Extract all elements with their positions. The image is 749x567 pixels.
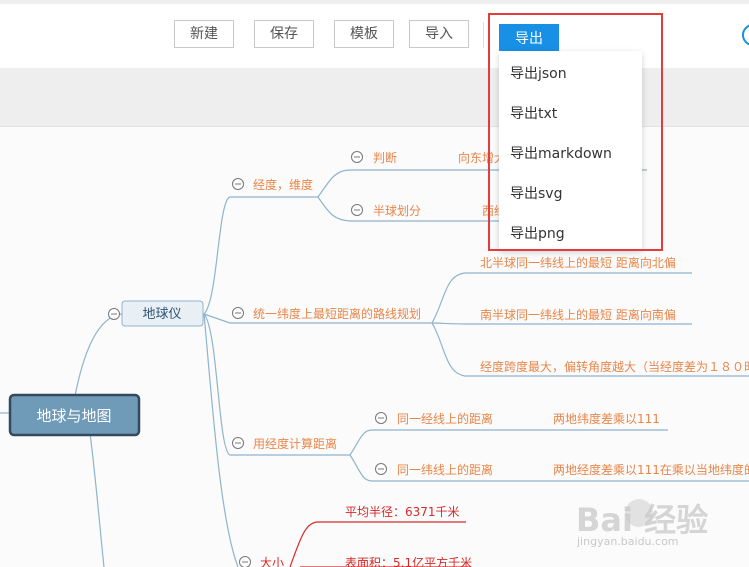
- connector-route-1: [431, 272, 692, 324]
- root-node[interactable]: 地球与地图: [8, 393, 141, 437]
- export-markdown-item[interactable]: 导出markdown: [510, 146, 612, 162]
- mindmap-connectors: [0, 169, 749, 567]
- highlight-box: [488, 13, 663, 251]
- size-connectors: [289, 521, 470, 567]
- user-avatar-icon[interactable]: [742, 24, 749, 46]
- toolbar: 新建 保存 模板 导入 导出: [0, 0, 749, 68]
- export-svg-item[interactable]: 导出svg: [510, 186, 563, 202]
- connector-globe-calc: [203, 313, 350, 456]
- area-item[interactable]: 表面积：5.1亿平方千米: [345, 555, 472, 567]
- toolbar-divider: [483, 22, 484, 48]
- route-item-3[interactable]: 经度跨度最大，偏转角度越大（当经度差为１８０时: [480, 359, 749, 374]
- connector-route-2: [431, 322, 692, 325]
- judge-node[interactable]: 判断 向东增大: [351, 150, 507, 165]
- calc-node[interactable]: 用经度计算距离: [232, 436, 338, 451]
- connector-globe-lonlat: [203, 196, 318, 315]
- size-node[interactable]: 大小: [239, 556, 285, 567]
- import-button[interactable]: 导入: [409, 20, 469, 48]
- export-json-item[interactable]: 导出json: [510, 66, 567, 82]
- route-item-2[interactable]: 南半球同一纬线上的最短 距离向南偏: [480, 307, 676, 322]
- save-button[interactable]: 保存: [254, 20, 314, 48]
- route-node[interactable]: 统一纬度上最短距离的路线规划: [232, 306, 422, 321]
- connector-root-globe: [74, 313, 123, 397]
- export-dropdown-menu: 导出json 导出txt 导出markdown 导出svg 导出png: [499, 51, 642, 250]
- connector-route-3: [431, 322, 749, 377]
- calc-label: 用经度计算距离: [253, 436, 337, 451]
- meridian-text: 两地纬度差乘以111: [553, 411, 660, 426]
- parallel-text: 两地经度差乘以111在乘以当地纬度的: [553, 462, 749, 477]
- hemi-node[interactable]: 半球划分 西经: [351, 204, 507, 218]
- parallel-label: 同一纬线上的距离: [397, 462, 493, 477]
- watermark-logo: Bai 经验: [576, 501, 709, 539]
- connector-parallel: [349, 454, 500, 482]
- connector-globe-size: [203, 313, 239, 567]
- connector-globe-route: [203, 313, 432, 324]
- lonlat-node[interactable]: 经度，维度: [232, 177, 314, 192]
- globe-node-label: 地球仪: [142, 307, 181, 322]
- new-button[interactable]: 新建: [174, 20, 234, 48]
- connector-radius: [289, 521, 466, 567]
- watermark-url: jingyan.baidu.com: [577, 535, 679, 548]
- export-button[interactable]: 导出: [499, 24, 559, 54]
- judge-label: 判断: [373, 150, 397, 165]
- size-label: 大小: [260, 556, 284, 567]
- connector-meridian: [349, 429, 500, 456]
- judge-text: 向东增大: [458, 150, 506, 165]
- template-button[interactable]: 模板: [334, 20, 394, 48]
- radius-item[interactable]: 平均半径：6371千米: [345, 505, 460, 519]
- connector-judge: [317, 169, 450, 198]
- connector-hemi: [317, 196, 470, 222]
- hemi-label: 半球划分: [373, 204, 421, 218]
- meridian-node[interactable]: 同一经线上的距离 两地纬度差乘以111: [375, 411, 660, 426]
- parallel-node[interactable]: 同一纬线上的距离 两地经度差乘以111在乘以当地纬度的: [375, 462, 749, 477]
- export-png-item[interactable]: 导出png: [510, 226, 565, 242]
- lonlat-label: 经度，维度: [253, 177, 313, 192]
- globe-node[interactable]: 地球仪: [108, 300, 204, 327]
- root-node-label: 地球与地图: [36, 407, 111, 425]
- mindmap-canvas: 地球与地图 地球仪 经度，维度 判断 向东增大 半球划分 西经 统一纬度上最短距…: [0, 150, 749, 567]
- meridian-label: 同一经线上的距离: [397, 411, 493, 426]
- export-txt-item[interactable]: 导出txt: [510, 106, 558, 122]
- route-item-1[interactable]: 北半球同一纬线上的最短 距离向北偏: [480, 255, 676, 270]
- connector-root-lower: [89, 432, 105, 567]
- baidu-paw-logo: [625, 499, 653, 527]
- route-label: 统一纬度上最短距离的路线规划: [253, 306, 421, 321]
